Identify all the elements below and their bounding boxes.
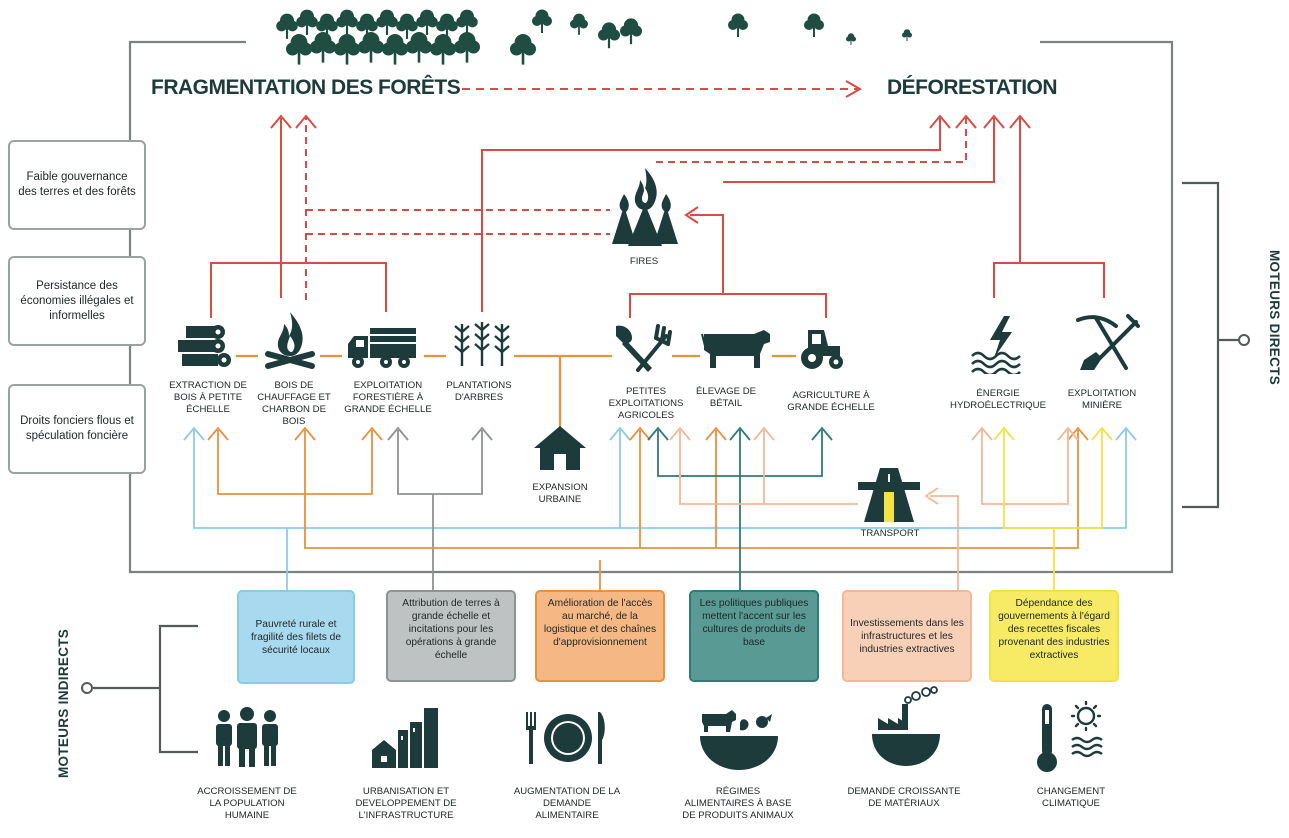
people-icon [216,707,278,767]
logging-truck-icon [348,328,416,368]
hydro-label: ÉNERGIE HYDROÉLECTRIQUE [950,388,1046,411]
cattle-label: ÉLEVAGE DE BÉTAIL [695,386,757,409]
fiscal-dependence-box: Dépendance des gouvernements à l'égard d… [989,590,1119,682]
climate-change-label: CHANGEMENT CLIMATIQUE [1036,786,1106,809]
climate-icon [1037,700,1103,772]
campfire-icon [265,312,315,369]
sapling-plantation-icon [454,322,510,366]
land-tenure-box: Droits fonciers flous et spéculation fon… [8,384,146,474]
direct-bracket-node [1238,334,1250,346]
forest-fire-icon [612,168,678,246]
rural-poverty-box: Pauvreté rurale et fragilité des filets … [237,590,355,684]
livestock-bowl-icon [700,710,778,770]
fires-label: FIRES [629,256,659,267]
direct-drivers-heading: MOTEURS DIRECTS [1267,250,1282,386]
plate-icon [526,712,605,764]
animal-diets-label: RÉGIMES ALIMENTAIRES À BASE DE PRODUITS … [682,786,794,821]
small-farming-label: PETITES EXPLOITATIONS AGRICOLES [608,386,684,421]
shovel-fork-icon [616,324,672,372]
fragmentation-heading: FRAGMENTATION DES FORÊTS [151,76,461,99]
food-demand-label: AUGMENTATION DE LA DEMANDE ALIMENTAIRE [513,786,621,821]
city-icon [372,708,438,768]
large-logging-label: EXPLOITATION FORESTIÈRE À GRANDE ÉCHELLE [344,380,432,415]
indirect-bracket [93,624,198,754]
land-allocation-box: Attribution de terres à grande échelle e… [386,590,516,682]
hydro-power-icon [971,316,1021,374]
logs-icon [178,325,231,367]
factory-icon [872,686,940,766]
deforestation-heading: DÉFORESTATION [887,76,1058,99]
plantations-label: PLANTATIONS D'ARBRES [446,380,512,403]
transport-label: TRANSPORT [860,528,920,539]
large-agriculture-label: AGRICULTURE À GRANDE ÉCHELLE [787,390,875,413]
commodity-policies-box: Les politiques publiques mettent l'accen… [689,590,819,682]
highway-icon [858,468,920,522]
pickaxe-shovel-icon [1076,314,1140,370]
direct-bracket [1182,181,1238,509]
weak-governance-box: Faible gouvernance des terres et des for… [8,140,146,230]
market-access-box: Amélioration de l'accès au marché, de la… [535,590,665,682]
indirect-drivers-heading: MOTEURS INDIRECTS [56,628,71,778]
forest-trees-icon [276,9,912,65]
indirect-bracket-node [81,682,93,694]
mining-label: EXPLOITATION MINIÈRE [1067,388,1137,411]
frame-outline [128,40,1174,574]
materials-demand-label: DEMANDE CROISSANTE DE MATÉRIAUX [847,786,961,809]
fuelwood-label: BOIS DE CHAUFFAGE ET CHARBON DE BOIS [257,380,331,427]
house-icon [534,426,586,470]
small-logging-label: EXTRACTION DE BOIS À PETITE ÉCHELLE [169,380,247,415]
urbanisation-label: URBANISATION ET DEVELOPPEMENT DE L'INFRA… [355,786,457,821]
population-growth-label: ACCROISSEMENT DE LA POPULATION HUMAINE [197,786,297,821]
infrastructure-investment-box: Investissements dans les infrastructures… [842,590,972,682]
cow-icon [701,330,770,368]
illegal-economies-box: Persistance des économies illégales et i… [8,256,146,346]
tractor-icon [801,330,843,369]
urban-expansion-label: EXPANSION URBAINE [532,482,588,505]
